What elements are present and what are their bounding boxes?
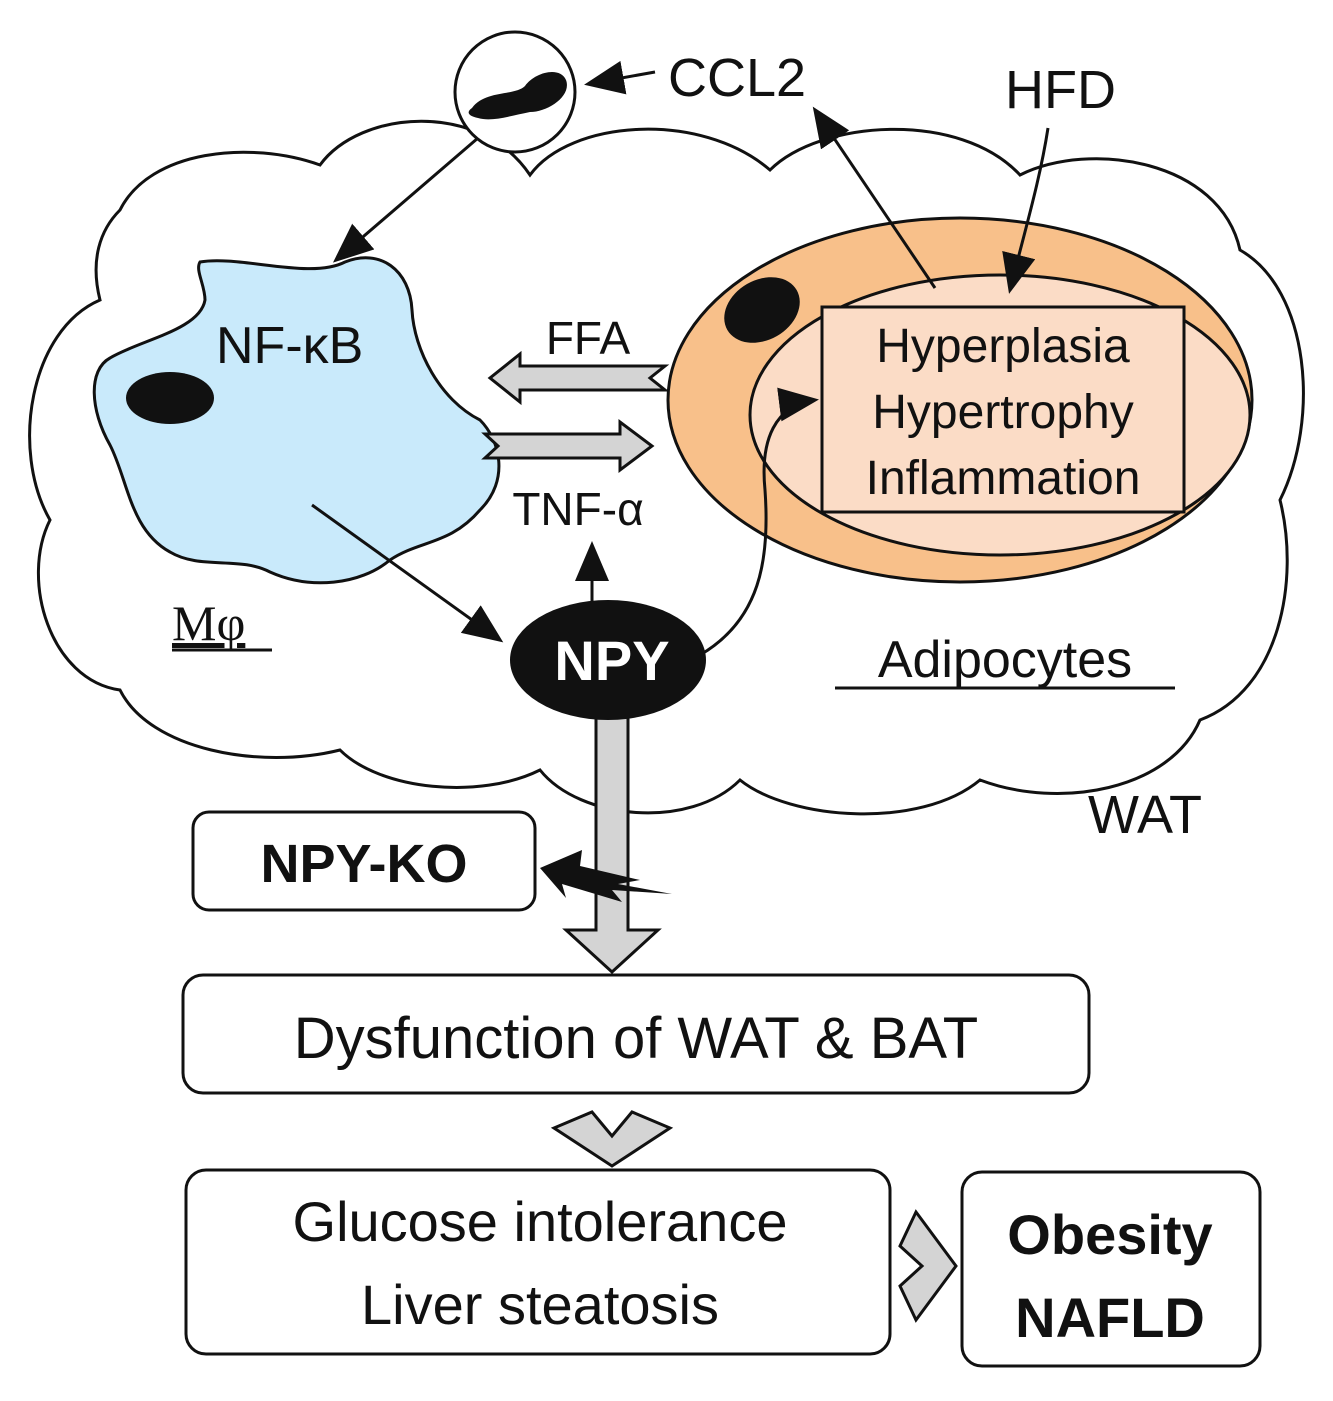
hyperplasia-text: Hyperplasia xyxy=(876,320,1130,373)
hfd-arrow xyxy=(1002,127,1050,294)
disease-box xyxy=(960,1170,1262,1368)
npy-ko-label: NPY-KO xyxy=(260,834,467,894)
adipocytes-label: Adipocytes xyxy=(878,631,1132,689)
npy-to-adipocyte-arrow xyxy=(699,387,819,657)
macrophage-to-npy-arrow xyxy=(311,503,504,643)
dysfunction-to-outcomes-arrow xyxy=(550,1110,674,1168)
inflammation-text: Inflammation xyxy=(866,452,1141,505)
ffa-label: FFA xyxy=(546,312,631,364)
monocyte-to-macrophage-arrow xyxy=(332,136,479,263)
dysfunction-label: Dysfunction of WAT & BAT xyxy=(294,1006,978,1071)
ccl2-arrow xyxy=(584,60,656,95)
tnfa-arrow xyxy=(481,419,655,473)
hypertrophy-text: Hypertrophy xyxy=(872,386,1133,439)
adipocyte-to-ccl2-arrow xyxy=(812,106,937,289)
macrophage-cell xyxy=(92,256,501,585)
ffa-arrow xyxy=(487,350,670,406)
hfd-label: HFD xyxy=(1005,60,1116,120)
glucose-intolerance-text: Glucose intolerance xyxy=(293,1190,788,1253)
nfkb-label: NF-κB xyxy=(216,317,363,375)
tnfa-label: TNF-α xyxy=(512,483,643,535)
outcomes-box xyxy=(184,1168,892,1356)
macrophage-nucleus xyxy=(126,372,214,424)
outcomes-to-disease-arrow xyxy=(898,1209,958,1323)
npy-label: NPY xyxy=(554,629,669,692)
monocyte-nucleus xyxy=(468,72,567,120)
npy-node xyxy=(510,600,706,720)
npy-down-arrow xyxy=(562,698,662,975)
inhibition-bolt-icon xyxy=(540,850,672,902)
adipocyte-effects-box xyxy=(820,305,1186,514)
nafld-text: NAFLD xyxy=(1015,1286,1205,1349)
ccl2-label: CCL2 xyxy=(668,48,806,108)
npy-ko-box xyxy=(191,810,537,912)
liver-steatosis-text: Liver steatosis xyxy=(361,1273,719,1336)
macrophage-label: Mφ xyxy=(172,595,245,651)
adipocyte-nucleus xyxy=(724,277,800,343)
obesity-text: Obesity xyxy=(1007,1203,1212,1266)
wat-label: WAT xyxy=(1088,785,1202,845)
dysfunction-box xyxy=(181,973,1091,1095)
